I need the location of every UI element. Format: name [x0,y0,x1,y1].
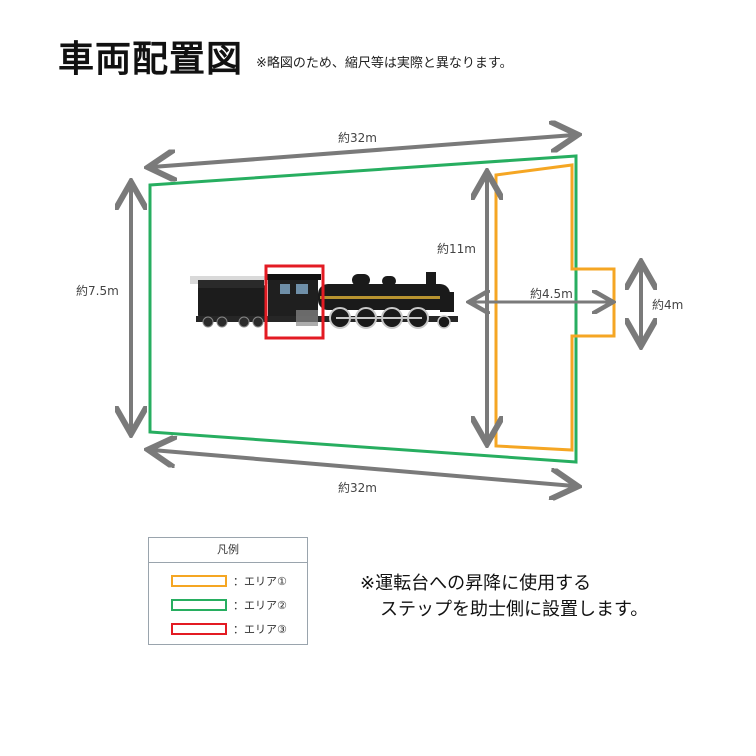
area1-depth-label: 約4.5m [530,287,573,301]
legend-label-area2: ：エリア② [233,599,287,612]
legend-swatch-area1 [171,575,227,587]
top-width-label: 約32m [338,131,377,145]
legend-item-area1: ：エリア① [171,572,287,590]
legend-swatch-area3 [171,623,227,635]
legend-label-area3: ：エリア③ [233,623,287,636]
step-note: ※運転台への昇降に使用する ステップを助士側に設置します。 [360,571,648,623]
area1-width-label: 約4m [652,298,684,312]
legend-item-area3: ：エリア③ [171,620,287,638]
locomotive-icon [190,272,458,329]
bottom-width-arrow [152,450,574,486]
area-1-outline [494,163,616,452]
left-height-label: 約7.5m [76,284,119,298]
legend: 凡例 ：エリア① ：エリア② ：エリア③ [148,537,308,645]
page-title: 車両配置図 [58,39,244,80]
legend-swatch-area2 [171,599,227,611]
bottom-width-label: 約32m [338,481,377,495]
legend-item-area2: ：エリア② [171,596,287,614]
top-width-arrow [152,135,574,167]
legend-title: 凡例 [149,538,307,563]
legend-label-area1: ：エリア① [233,575,287,588]
step-note-line2: ステップを助士側に設置します。 [380,599,649,620]
step-note-line1: ※運転台への昇降に使用する [360,573,592,594]
area1-height-label: 約11m [437,242,476,256]
page-subtitle: ※略図のため、縮尺等は実際と異なります。 [256,56,513,71]
area-3-outline [264,264,325,340]
